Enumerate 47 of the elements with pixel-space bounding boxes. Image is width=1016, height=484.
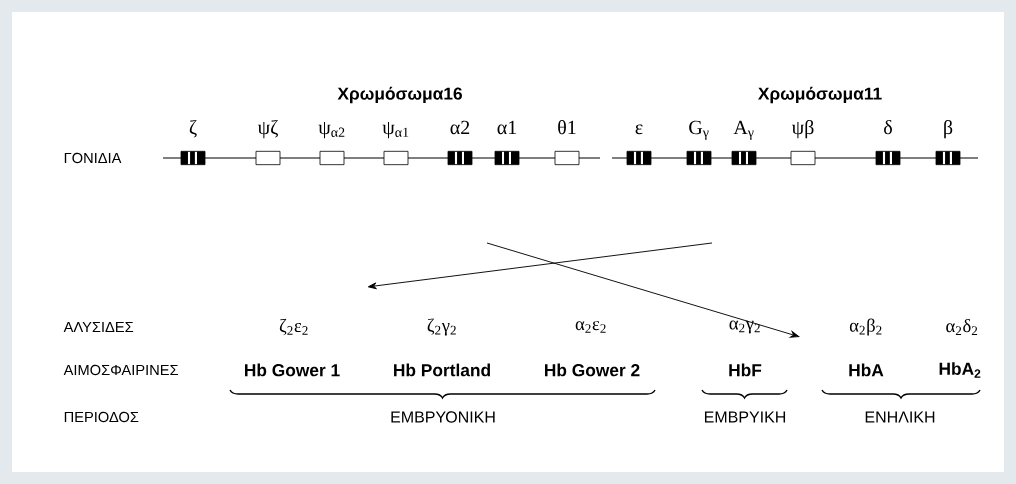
chain-formula: ζ$_{2}$ε$_{2}$ [279,318,308,336]
row-label: ΠΕΡΙΟΔΟΣ [64,411,139,423]
chain-formula: α$_{2}$γ$_{2}$ [729,320,760,334]
gene-label: ψ$_{α1}$ [382,121,409,139]
gene-label: β [944,119,953,139]
gene-bar [180,150,206,166]
hemoglobin-name: HbF [729,363,762,377]
chain-formula: α$_{2}$δ$_{2}$ [946,319,978,335]
gene-label: α1 [497,120,517,135]
gene-bar [494,150,520,166]
gene-label: ψ$_{α2}$ [318,121,345,139]
chromosome-title: Χρωμόσωμα16 [337,86,462,104]
row-label: ΑΙΜΟΣΦΑΙΡΙΝΕΣ [63,364,179,376]
period-label: ΕΜΒΡΥΟΝΙΚΗ [391,411,495,423]
pseudogene-box [554,150,580,166]
row-label: ΑΛΥΣΙΔΕΣ [63,321,134,333]
gene-bar [935,150,961,166]
period-label: ΕΜΒΡΥΙΚΗ [705,411,786,423]
gene-bar [686,150,712,166]
gene-label: A$_{γ}$ [733,120,754,140]
gene-label: ψζ [257,119,278,139]
hemoglobin-name: Hb Gower 2 [545,363,640,377]
chromosome-title: Χρωμόσωμα11 [758,86,882,104]
period-label: ΕΝΗΛΙΚΗ [865,411,935,423]
pseudogene-box [255,150,281,166]
chain-formula: α$_{2}$ε$_{2}$ [575,321,606,333]
hemoglobin-name: HbA$_{2}$ [939,362,981,378]
gene-label: G$_{γ}$ [689,120,709,140]
gene-label: ε [635,124,643,135]
gene-bar [731,150,757,166]
chain-formula: α$_{2}$β$_{2}$ [849,318,882,336]
gene-label: ζ [189,119,197,138]
pseudogene-box [319,150,345,166]
chain-formula: ζ$_{2}$γ$_{2}$ [427,318,456,336]
gene-bar [626,150,652,166]
pseudogene-box [790,150,816,166]
hemoglobin-name: Hb Gower 1 [245,363,340,377]
gene-label: θ1 [558,120,576,135]
gene-label: α2 [450,120,470,135]
gene-label: ψβ [791,119,814,139]
gene-bar [875,150,901,166]
hemoglobin-name: HbA [849,363,884,377]
gene-label: δ [884,120,892,135]
row-label: ΓΟΝΙΔΙΑ [64,152,122,164]
pseudogene-box [383,150,409,166]
hemoglobin-name: Hb Portland [394,363,490,377]
gene-bar [447,150,473,166]
